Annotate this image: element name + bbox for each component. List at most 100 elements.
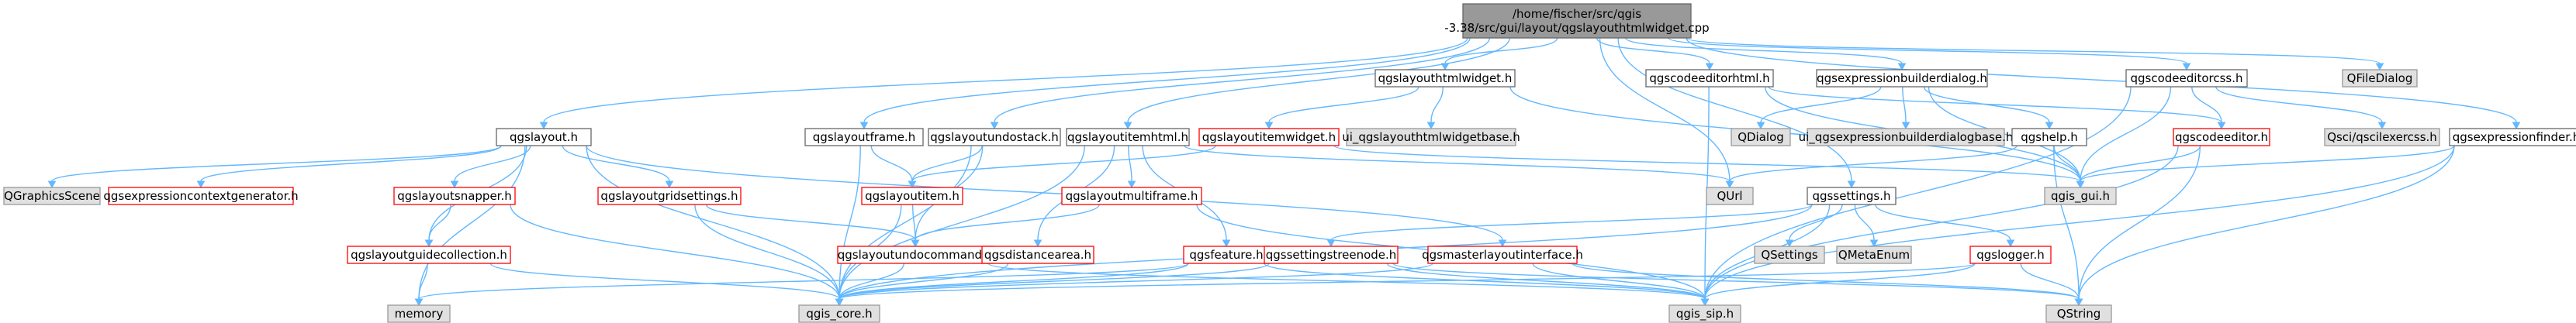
edge-qgslayouthtmlwidget_h-to-qgslayoutitemwidget_h <box>1264 86 1419 130</box>
node-box <box>1427 246 1578 264</box>
edge-qgscodeeditorhtml_h-to-qgscodeeditor_h <box>1768 86 2226 130</box>
node-box <box>1066 128 1190 146</box>
node-box <box>1807 128 2005 146</box>
node-qgshelp-h[interactable]: qgshelp.h <box>2011 128 2087 146</box>
edge-qgsexpressionbuilderdialog_h-to-qgshelp_h <box>1923 86 2054 130</box>
edge-qgscodeeditorcss_h-to-qgscodeeditor_h <box>2191 86 2226 130</box>
node-qgsexpressionbuilderdialog-h[interactable]: qgsexpressionbuilderdialog.h <box>1816 69 1988 88</box>
edge-root-to-qgslayouthtmlwidget_h <box>1440 37 1558 71</box>
node-box <box>496 128 592 146</box>
node-qgscodeeditorhtml-h[interactable]: qgscodeeditorhtml.h <box>1645 69 1774 88</box>
node-box <box>1731 128 1791 146</box>
node-qgssettings-h[interactable]: qgssettings.h <box>1807 187 1897 205</box>
edge-root-to-qgslayout_h <box>539 37 1468 130</box>
node-qgslayoutitemwidget-h[interactable]: qgslayoutitemwidget.h <box>1198 128 1340 146</box>
node-label: qgis_core.h <box>806 307 872 321</box>
node-label: qgis_gui.h <box>2051 189 2110 204</box>
node-label: qgslayoutframe.h <box>813 130 915 144</box>
edge-qgsexpressionfinder_h-to-qgis_gui_h <box>2076 145 2455 189</box>
node-label: qgsdistancearea.h <box>984 248 1091 262</box>
node-box <box>597 187 742 205</box>
node-box <box>3 187 101 205</box>
node-qgslayoutundostack-h[interactable]: qgslayoutundostack.h <box>928 128 1061 146</box>
node-box <box>347 246 511 264</box>
node-label: QFileDialog <box>2347 71 2413 85</box>
node-box <box>1706 187 1754 205</box>
edge-root-to-qurl <box>1599 37 1734 189</box>
edge-qgslayoutitemhtml_h-to-qurl <box>1184 145 1734 189</box>
node-qgslayouthtmlwidget-h[interactable]: qgslayouthtmlwidget.h <box>1374 69 1516 88</box>
node-label: qgssettings.h <box>1813 189 1891 203</box>
edge-qgslayoutitemhtml_h-to-qgslayoutmultiframe_h <box>1127 145 1136 189</box>
node-box <box>1346 128 1516 146</box>
node-qgslayoutitem-h[interactable]: qgslayoutitem.h <box>861 187 963 205</box>
edge-root-to-qgssettings_h <box>1617 37 1856 189</box>
node-label: qgslayoutundostack.h <box>930 130 1058 144</box>
node-qgslayoutsnapper-h[interactable]: qgslayoutsnapper.h <box>393 187 516 205</box>
node-qgsfeature-h[interactable]: qgsfeature.h <box>1183 246 1270 264</box>
node-box <box>804 128 924 146</box>
node-qgsexpressioncontextgenerator-h[interactable]: qgsexpressioncontextgenerator.h <box>103 187 299 205</box>
node-memory: memory <box>387 304 451 323</box>
node-box <box>928 128 1061 146</box>
edge-qgslayoutsnapper_h-to-qgis_core_h <box>510 204 844 307</box>
edge-qgssettings_h-to-qgslogger_h <box>1875 204 2015 248</box>
node-label: QDialog <box>1738 130 1784 144</box>
node-label: QSettings <box>1761 248 1818 262</box>
node-box <box>393 187 516 205</box>
node-label: memory <box>395 307 444 321</box>
node-qmetaenum: QMetaEnum <box>1836 246 1912 264</box>
node-qgslogger-h[interactable]: qgslogger.h <box>1969 246 2052 264</box>
edge-qgslayoutitemwidget_h-to-qgslayoutitem_h <box>908 145 1216 189</box>
node-qgslayoutundocommand-h[interactable]: qgslayoutundocommand.h <box>837 246 994 264</box>
node-qgsdistancearea-h[interactable]: qgsdistancearea.h <box>981 246 1094 264</box>
node-box <box>1807 187 1897 205</box>
node-qgscodeeditorcss-h[interactable]: qgscodeeditorcss.h <box>2125 69 2248 88</box>
node-label: qgsexpressionbuilderdialog.h <box>1817 71 1987 85</box>
node-box <box>387 304 451 323</box>
node-qgslayout-h[interactable]: qgslayout.h <box>496 128 592 146</box>
node-qgssettingstreenode-h[interactable]: qgssettingstreenode.h <box>1264 246 1399 264</box>
node-qgsexpressionfinder-h[interactable]: qgsexpressionfinder.h <box>2449 128 2576 146</box>
edge-qgslayout_h-to-qgraphicsscene <box>47 145 502 189</box>
node-qgslayoutguidecollection-h[interactable]: qgslayoutguidecollection.h <box>347 246 511 264</box>
node-qgslayoutframe-h[interactable]: qgslayoutframe.h <box>804 128 924 146</box>
node-root[interactable]: /home/fischer/src/qgis-3.38/src/gui/layo… <box>1444 3 1710 39</box>
edge-qgscodeeditor_h-to-qstring <box>2074 145 2201 307</box>
edge-qgsfeature_h-to-memory <box>414 263 1189 307</box>
edge-qgslayoutgridsettings_h-to-qgslayoutundocommand_h <box>705 204 920 248</box>
node-box <box>2045 304 2112 323</box>
node-qgscodeeditor-h[interactable]: qgscodeeditor.h <box>2173 128 2270 146</box>
node-label: QString <box>2057 307 2101 321</box>
node-box <box>1198 128 1340 146</box>
edge-qgslogger_h-to-qstring <box>2020 263 2083 307</box>
node-qfiledialog: QFileDialog <box>2342 69 2418 88</box>
node-layer: /home/fischer/src/qgis-3.38/src/gui/layo… <box>3 3 2576 323</box>
node-box <box>2449 128 2576 146</box>
node-qgslayoutmultiframe-h[interactable]: qgslayoutmultiframe.h <box>1061 187 1202 205</box>
node-qgis-sip-h: qgis_sip.h <box>1668 304 1741 323</box>
edge-qgslayouthtmlwidget_h-to-ui_qgslayouthtmlwidgetbase_h <box>1426 86 1444 130</box>
node-label: qgsexpressioncontextgenerator.h <box>103 189 298 203</box>
node-label: qgshelp.h <box>2021 130 2078 144</box>
node-label: qgsfeature.h <box>1189 248 1263 262</box>
node-label: /home/fischer/src/qgis <box>1513 7 1641 21</box>
edge-qgscodeeditorcss_h-to-qsci_qsciclexercss_h <box>2215 86 2387 130</box>
node-label: qgslayoutgridsettings.h <box>600 189 738 203</box>
node-qgslayoutgridsettings-h[interactable]: qgslayoutgridsettings.h <box>597 187 742 205</box>
edge-root-to-qgsexpressionbuilderdialog_h <box>1625 37 1907 71</box>
node-box <box>1836 246 1912 264</box>
edge-qgssettings_h-to-qmetaenum <box>1854 204 1879 248</box>
node-box <box>798 304 880 323</box>
node-qgsmasterlayoutinterface-h[interactable]: qgsmasterlayoutinterface.h <box>1422 246 1583 264</box>
node-box <box>1645 69 1774 88</box>
edge-qgsexpressionbuilderdialog_h-to-qdialog <box>1756 86 1882 130</box>
node-ui-qgsexpressionbuilderdialogbase-h: ui_qgsexpressionbuilderdialogbase.h <box>1799 128 2013 146</box>
node-label: QUrl <box>1717 189 1742 203</box>
edge-qgslayoutsnapper_h-to-qgslayoutguidecollection_h <box>424 204 451 248</box>
edge-qgslogger_h-to-qgis_sip_h <box>1700 263 1976 307</box>
node-qgslayoutitemhtml-h[interactable]: qgslayoutitemhtml.h <box>1066 128 1190 146</box>
node-label: qgslayoutundocommand.h <box>838 248 994 262</box>
node-qurl: QUrl <box>1706 187 1754 205</box>
